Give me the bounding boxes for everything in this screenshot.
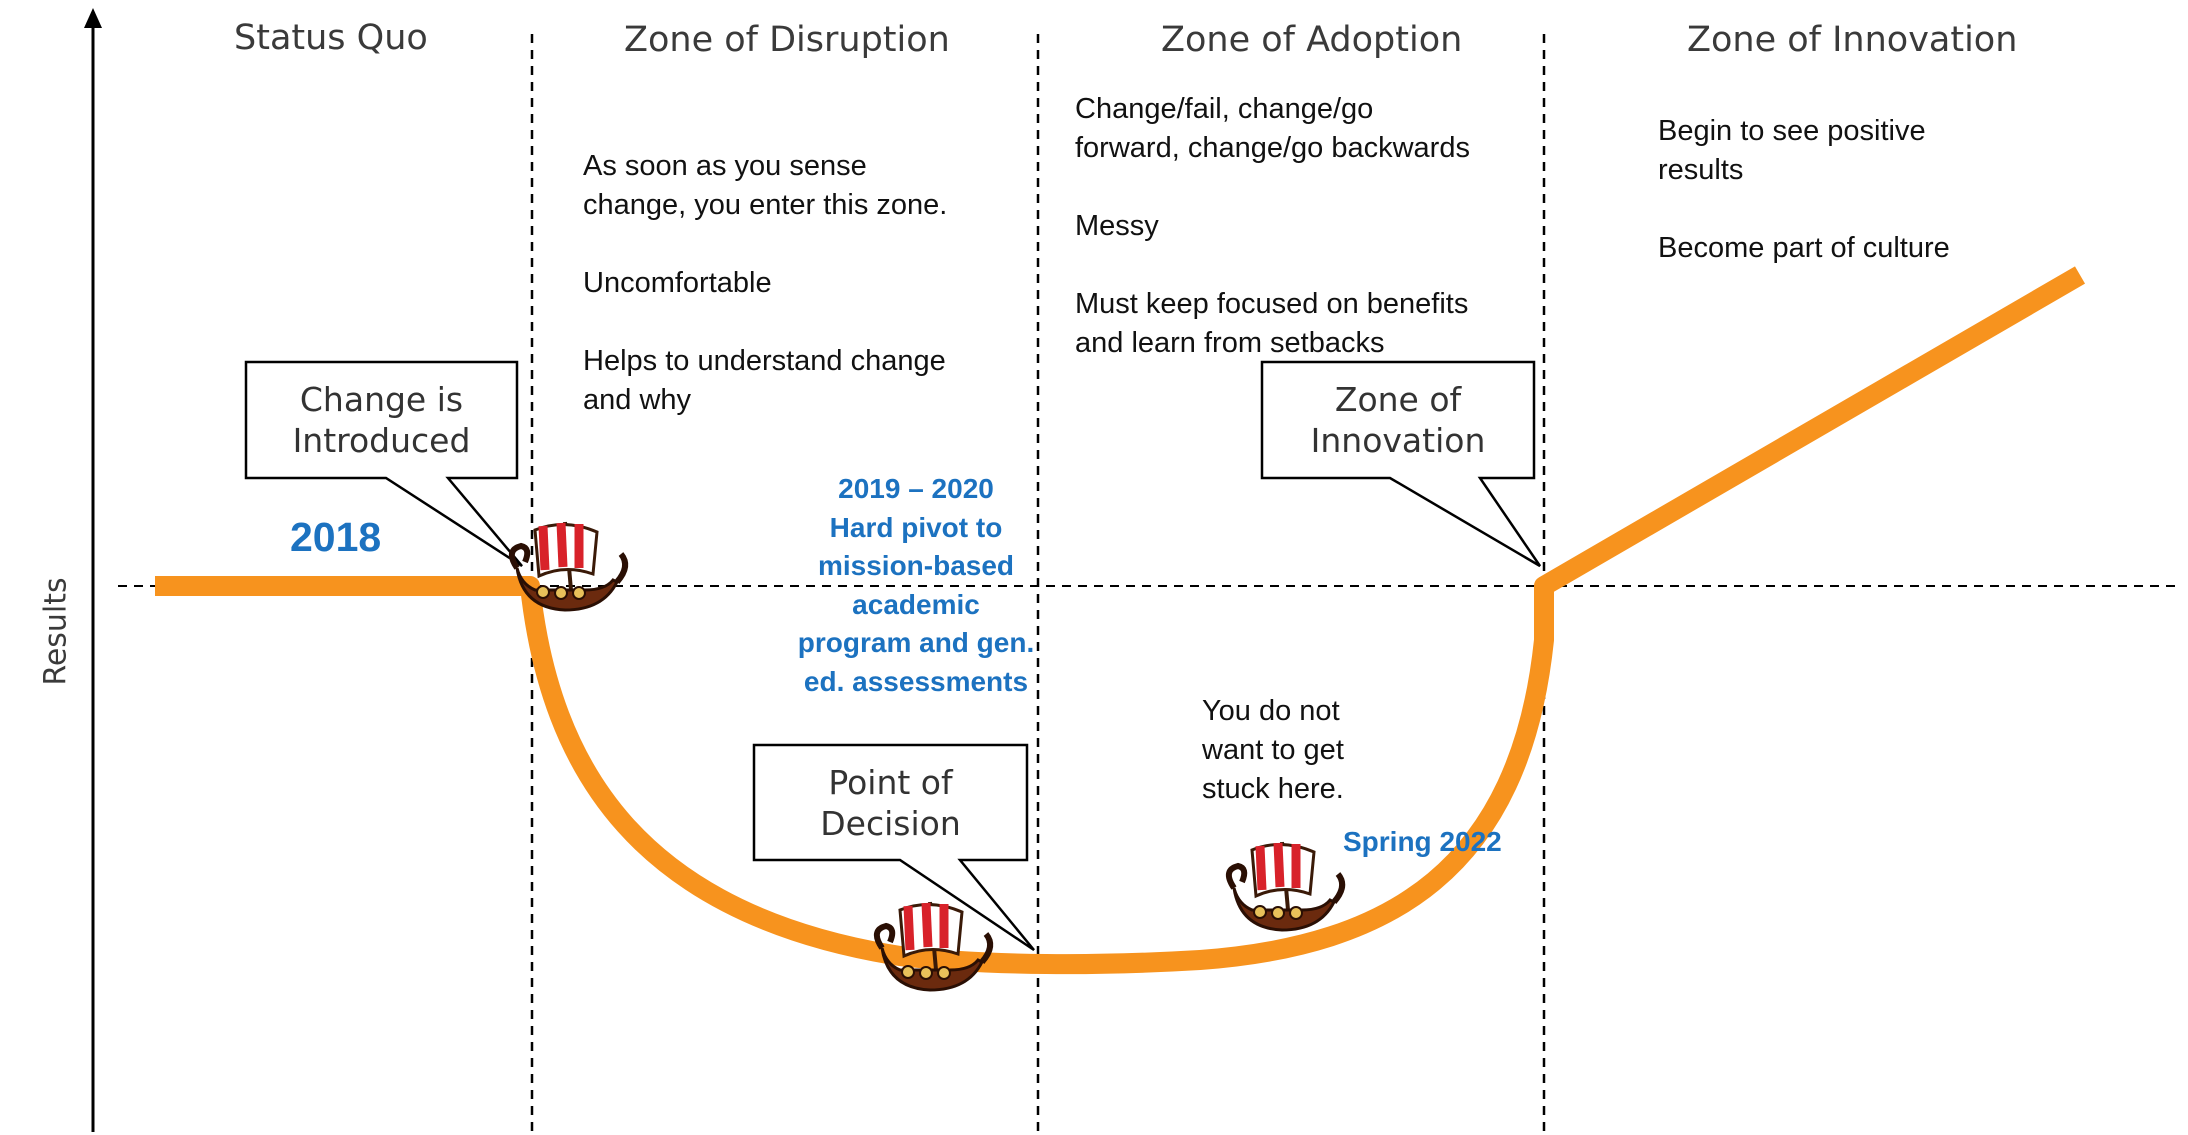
callout-zone-of-innovation	[1260, 360, 1542, 568]
zone-title-disruption: Zone of Disruption	[624, 20, 950, 60]
y-axis-label: Results	[38, 577, 74, 686]
zone-title-status-quo: Status Quo	[234, 18, 428, 58]
zone-title-adoption: Zone of Adoption	[1161, 20, 1463, 60]
milestone-2018: 2018	[290, 514, 382, 560]
callout-point-of-decision	[752, 743, 1035, 952]
stuck-note: You do not want to get stuck here.	[1202, 695, 1344, 805]
innovation-notes: Begin to see positive results Become par…	[1658, 115, 1950, 264]
viking-ship-icon	[512, 522, 625, 610]
adoption-notes: Change/fail, change/go forward, change/g…	[1075, 93, 1470, 359]
callout-change-introduced-text: Change is Introduced	[292, 380, 471, 460]
change-curve	[155, 266, 2086, 975]
milestone-spring-2022: Spring 2022	[1343, 826, 1502, 857]
disruption-notes: As soon as you sense change, you enter t…	[583, 150, 948, 416]
viking-ship-icon	[1229, 842, 1342, 930]
y-axis-arrowhead	[84, 8, 102, 28]
callout-change-introduced	[244, 360, 523, 568]
zone-title-innovation: Zone of Innovation	[1687, 20, 2018, 60]
milestone-2019-2020: 2019 – 2020 Hard pivot to mission-based …	[797, 473, 1035, 697]
callout-point-of-decision-text: Point of Decision	[820, 763, 961, 843]
callout-zone-of-innovation-text: Zone of Innovation	[1310, 380, 1486, 460]
